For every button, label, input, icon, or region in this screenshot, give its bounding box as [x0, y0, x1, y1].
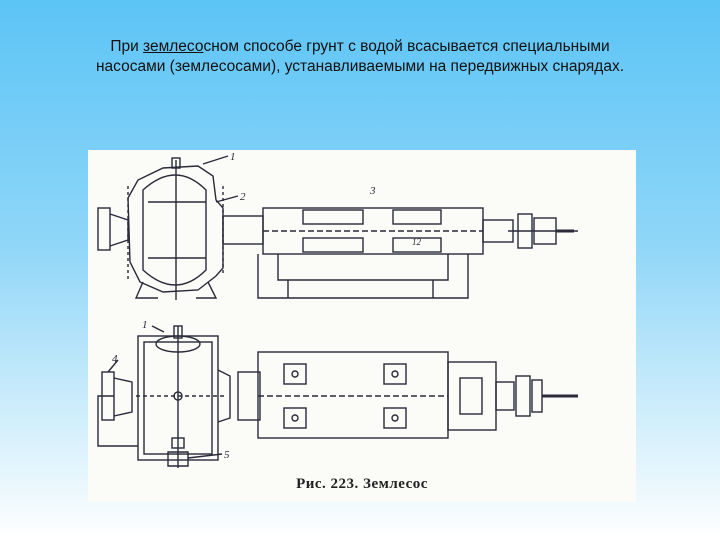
label-4: 4	[112, 353, 118, 365]
label-1-top: 1	[230, 151, 236, 163]
text-prefix: При	[110, 38, 144, 55]
section-view: 1 2 3 12	[97, 151, 578, 300]
figure-caption: Рис. 223. Землесос	[296, 476, 428, 492]
label-2: 2	[240, 191, 246, 203]
text-rest: сном способе грунт с водой всасывается с…	[203, 38, 610, 55]
label-5: 5	[224, 449, 230, 461]
pump-drawing-figure: 1 2 3 12	[88, 150, 636, 502]
label-3: 3	[369, 185, 376, 197]
slide-text-line-1: При землесосном способе грунт с водой вс…	[20, 37, 700, 57]
label-12: 12	[412, 237, 422, 247]
text-underlined: землесо	[143, 38, 204, 55]
label-1-bottom: 1	[142, 319, 148, 331]
slide-text: При землесосном способе грунт с водой вс…	[20, 37, 700, 77]
pump-drawing: 1 2 3 12	[97, 151, 578, 468]
plan-view: 1 4 5	[97, 319, 578, 468]
slide-text-line-2: насосами (землесосами), устанавливаемыми…	[95, 58, 625, 75]
